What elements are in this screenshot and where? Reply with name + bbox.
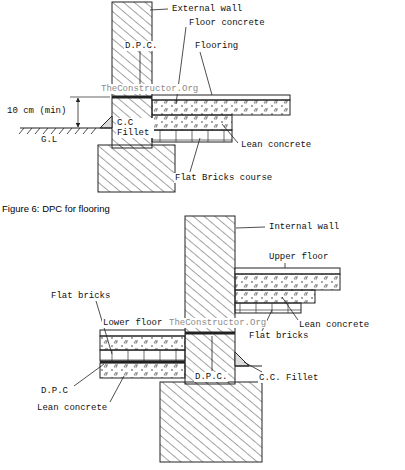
- internal-wall-section: [100, 216, 340, 462]
- watermark: TheConstructor.Org: [168, 318, 267, 328]
- part-label: Lean concrete: [240, 140, 312, 150]
- part-label: D.P.C.: [194, 372, 228, 382]
- part-label: C.C. Fillet: [258, 373, 319, 383]
- part-label: C.C Fillet: [116, 118, 154, 138]
- part-label: External wall: [171, 4, 243, 14]
- part-label: Lower floor: [102, 318, 163, 328]
- part-label: Flat bricks: [50, 291, 111, 301]
- part-label: Lean concrete: [298, 320, 370, 330]
- dimension-label: 10 cm (min): [6, 106, 67, 116]
- part-label: Flooring: [194, 41, 239, 51]
- part-label: D.P.C.: [124, 41, 158, 51]
- part-label: G.L: [40, 135, 58, 145]
- part-label: Internal wall: [268, 222, 340, 232]
- part-label: Flat bricks: [248, 331, 309, 341]
- watermark: TheConstructor.Org: [100, 84, 199, 94]
- external-wall-section: [19, 2, 290, 192]
- part-label: Floor concrete: [188, 18, 266, 28]
- part-label: Flat Bricks course: [174, 173, 273, 183]
- part-label: D.P.C: [40, 386, 69, 396]
- part-label: Lean concrete: [36, 403, 108, 413]
- figure-caption: Figure 6: DPC for flooring: [2, 203, 110, 214]
- part-label: Upper floor: [268, 252, 329, 262]
